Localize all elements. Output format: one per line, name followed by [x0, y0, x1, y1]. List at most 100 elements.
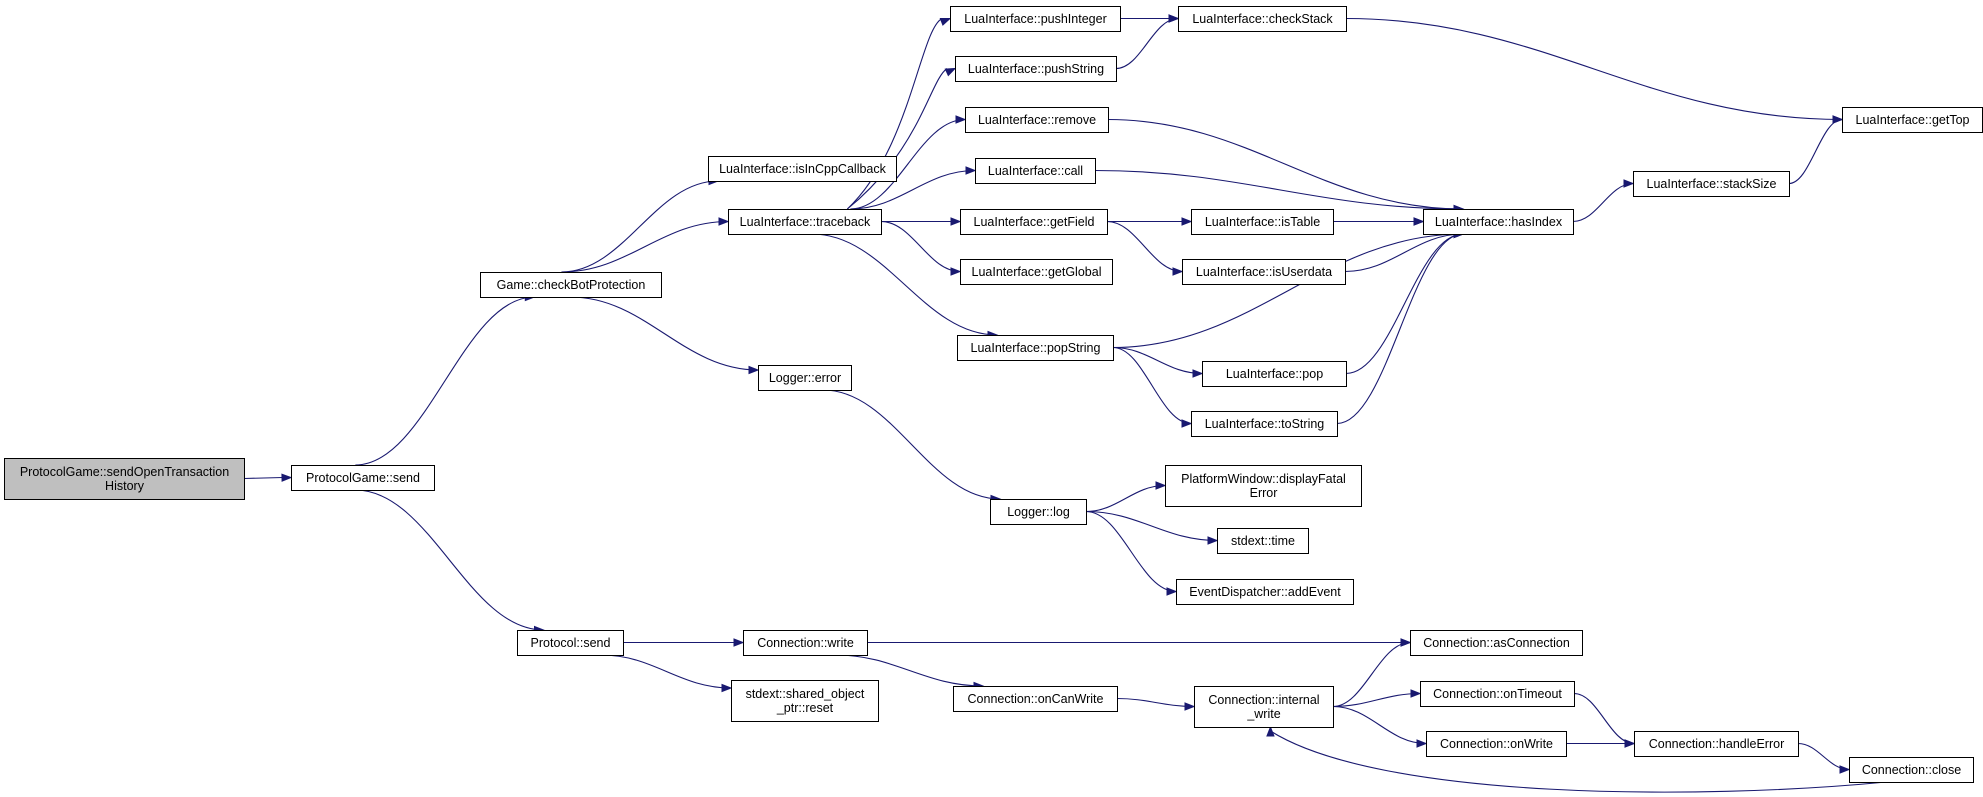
node-box[interactable]: [1182, 259, 1346, 285]
edge-pop-string-to-pop: [1112, 346, 1204, 378]
node-box[interactable]: [758, 365, 852, 391]
node-box[interactable]: [517, 630, 624, 656]
node-box[interactable]: [1165, 465, 1362, 507]
node-box[interactable]: [1420, 681, 1575, 707]
node-box[interactable]: [1176, 579, 1354, 605]
arrow-head-icon: [1839, 765, 1851, 774]
edge-line: [1797, 742, 1850, 771]
node-on-timeout[interactable]: Connection::onTimeout: [1420, 681, 1575, 707]
node-box[interactable]: [1423, 209, 1574, 235]
edge-logger-log-to-add-event: [1085, 510, 1178, 596]
node-box[interactable]: [1426, 731, 1567, 757]
node-box[interactable]: [1191, 209, 1334, 235]
edge-line: [823, 389, 1001, 500]
node-box[interactable]: [4, 458, 245, 500]
node-label: stdext::time: [1231, 534, 1295, 548]
node-time[interactable]: stdext::time: [1217, 528, 1309, 554]
node-logger-error[interactable]: Logger::error: [758, 365, 852, 391]
node-sop-reset[interactable]: stdext::shared_object_ptr::reset: [731, 680, 879, 722]
node-box[interactable]: [731, 680, 879, 722]
node-label: LuaInterface::pushInteger: [964, 12, 1106, 26]
edge-line: [1094, 169, 1464, 210]
arrow-head-icon: [1192, 369, 1204, 378]
node-traceback[interactable]: LuaInterface::traceback: [728, 209, 882, 235]
node-is-userdata[interactable]: LuaInterface::isUserdata: [1182, 259, 1346, 285]
node-label: Game::checkBotProtection: [497, 278, 646, 292]
node-box[interactable]: [950, 6, 1121, 32]
node-label: LuaInterface::getGlobal: [972, 265, 1102, 279]
node-box[interactable]: [743, 630, 868, 656]
node-has-index[interactable]: LuaInterface::hasIndex: [1423, 209, 1574, 235]
node-push-string[interactable]: LuaInterface::pushString: [955, 56, 1117, 82]
node-box[interactable]: [965, 107, 1109, 133]
node-check-bot[interactable]: Game::checkBotProtection: [480, 272, 662, 298]
arrow-head-icon: [1166, 587, 1178, 596]
edge-internal-write-to-as-connection: [1332, 638, 1412, 708]
node-conn-write[interactable]: Connection::write: [743, 630, 868, 656]
node-on-write[interactable]: Connection::onWrite: [1426, 731, 1567, 757]
node-box[interactable]: [1217, 528, 1309, 554]
node-box[interactable]: [1634, 731, 1799, 757]
node-box[interactable]: [1202, 361, 1347, 387]
node-label: Connection::write: [757, 636, 854, 650]
node-label: LuaInterface::getTop: [1856, 113, 1970, 127]
node-internal-write[interactable]: Connection::internal_write: [1194, 686, 1334, 728]
node-get-global[interactable]: LuaInterface::getGlobal: [960, 259, 1113, 285]
node-add-event[interactable]: EventDispatcher::addEvent: [1176, 579, 1354, 605]
node-box[interactable]: [291, 465, 435, 491]
node-push-integer[interactable]: LuaInterface::pushInteger: [950, 6, 1121, 32]
edge-pg-send-to-proto-send: [355, 489, 545, 635]
node-get-top[interactable]: LuaInterface::getTop: [1842, 107, 1983, 133]
arrow-head-icon: [1168, 14, 1180, 23]
edge-pop-string-to-to-string: [1112, 346, 1193, 428]
node-box[interactable]: [1410, 630, 1583, 656]
node-is-table[interactable]: LuaInterface::isTable: [1191, 209, 1334, 235]
edge-to-string-to-has-index: [1336, 229, 1465, 425]
node-pop-string[interactable]: LuaInterface::popString: [957, 335, 1114, 361]
node-box[interactable]: [990, 499, 1087, 525]
node-label: Connection::close: [1862, 763, 1961, 777]
node-as-connection[interactable]: Connection::asConnection: [1410, 630, 1583, 656]
node-remove[interactable]: LuaInterface::remove: [965, 107, 1109, 133]
node-stack-size[interactable]: LuaInterface::stackSize: [1633, 171, 1790, 197]
node-box[interactable]: [960, 209, 1108, 235]
node-box[interactable]: [1842, 107, 1983, 133]
node-box[interactable]: [1178, 6, 1347, 32]
node-box[interactable]: [708, 156, 897, 182]
node-pop[interactable]: LuaInterface::pop: [1202, 361, 1347, 387]
node-box[interactable]: [975, 158, 1096, 184]
node-box[interactable]: [953, 686, 1118, 712]
node-check-stack[interactable]: LuaInterface::checkStack: [1178, 6, 1347, 32]
node-to-string[interactable]: LuaInterface::toString: [1191, 411, 1338, 437]
node-box[interactable]: [480, 272, 662, 298]
edge-line: [1573, 692, 1635, 745]
node-call[interactable]: LuaInterface::call: [975, 158, 1096, 184]
node-box[interactable]: [955, 56, 1117, 82]
edge-root-to-pg-send: [243, 473, 293, 482]
node-box[interactable]: [1849, 757, 1974, 783]
node-is-in-cpp[interactable]: LuaInterface::isInCppCallback: [708, 156, 897, 182]
node-box[interactable]: [1194, 686, 1334, 728]
arrow-head-icon: [950, 217, 962, 226]
node-handle-error[interactable]: Connection::handleError: [1634, 731, 1799, 757]
node-box[interactable]: [1191, 411, 1338, 437]
node-box[interactable]: [728, 209, 882, 235]
node-box[interactable]: [960, 259, 1113, 285]
node-conn-close[interactable]: Connection::close: [1849, 757, 1974, 783]
node-label: PlatformWindow::displayFatal: [1181, 472, 1346, 486]
edge-on-timeout-to-handle-error: [1573, 692, 1636, 748]
node-label: Protocol::send: [531, 636, 611, 650]
node-box[interactable]: [1633, 171, 1790, 197]
node-on-can-write[interactable]: Connection::onCanWrite: [953, 686, 1118, 712]
edge-check-bot-to-is-in-cpp: [561, 176, 720, 273]
node-proto-send[interactable]: Protocol::send: [517, 630, 624, 656]
node-logger-log[interactable]: Logger::log: [990, 499, 1087, 525]
node-pg-send[interactable]: ProtocolGame::send: [291, 465, 435, 491]
node-get-field[interactable]: LuaInterface::getField: [960, 209, 1108, 235]
edge-line: [846, 68, 948, 210]
node-label: LuaInterface::toString: [1205, 417, 1325, 431]
arrow-head-icon: [939, 17, 952, 26]
node-box[interactable]: [957, 335, 1114, 361]
